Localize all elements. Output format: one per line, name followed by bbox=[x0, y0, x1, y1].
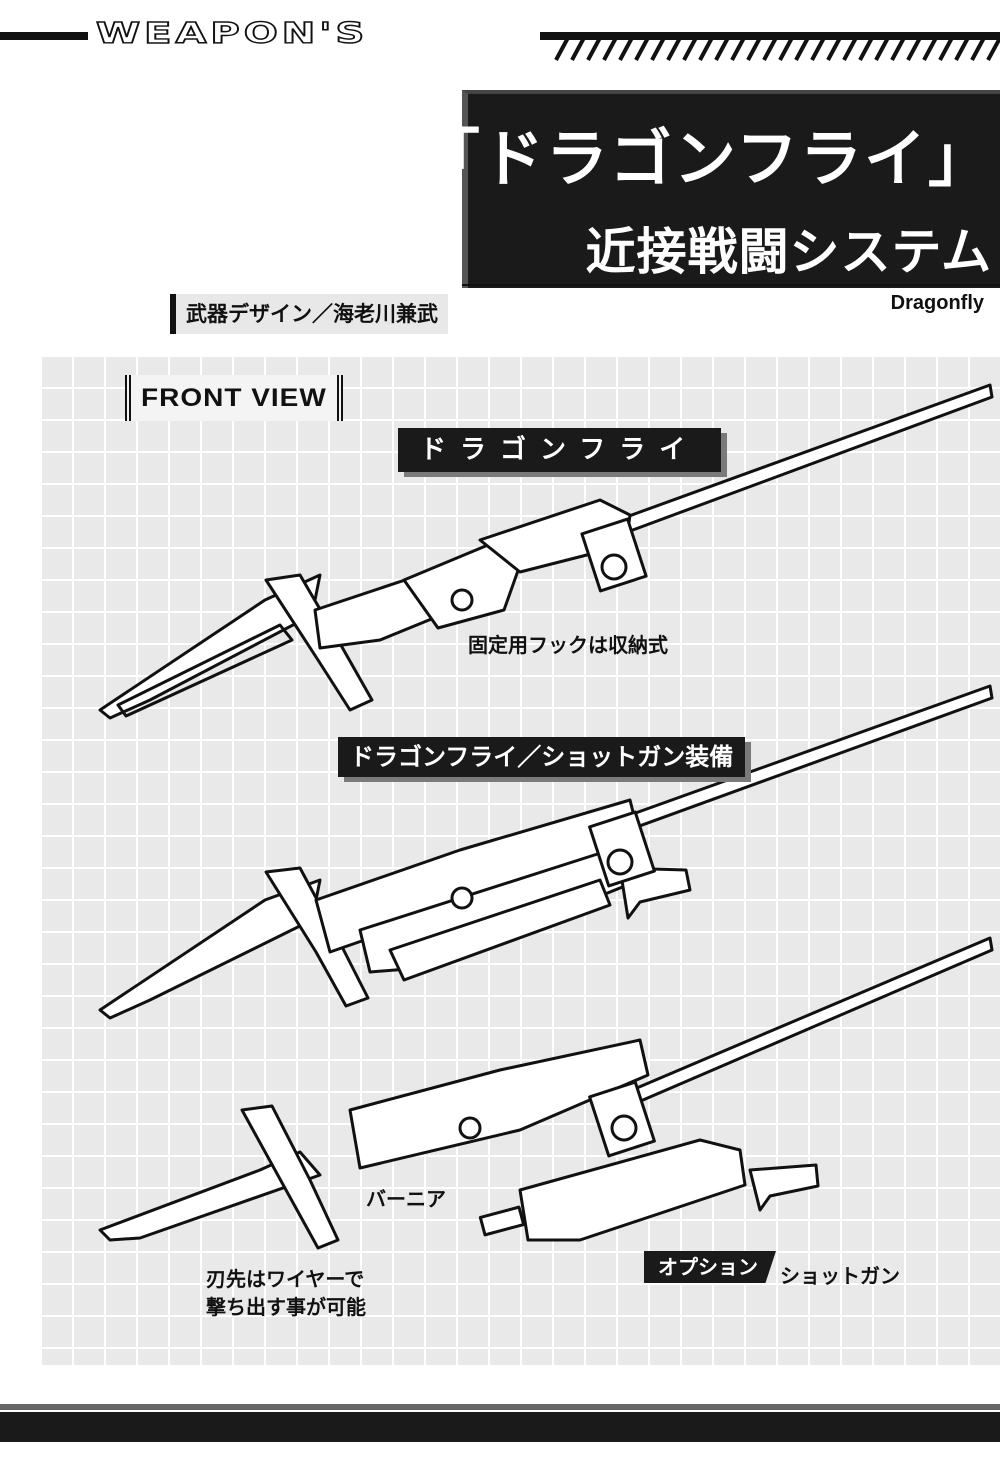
dragonfly-drawing bbox=[98, 383, 994, 720]
dragonfly-exploded-drawing bbox=[98, 936, 994, 1250]
hatch-stripes bbox=[554, 33, 1000, 61]
front-view-text: FRONT VIEW bbox=[141, 383, 327, 412]
title-panel: 「ドラゴンフライ」 近接戦闘システム bbox=[418, 90, 1000, 288]
bottom-stripe bbox=[0, 1404, 1000, 1410]
design-credit: 武器デザイン／海老川兼武 bbox=[170, 294, 448, 334]
label-dragonfly: ドラゴンフライ bbox=[398, 428, 722, 472]
weapon-subtitle: 近接戦闘システム bbox=[585, 223, 992, 281]
front-view-label: FRONT VIEW bbox=[125, 375, 343, 421]
dragonfly-shotgun-drawing bbox=[98, 684, 994, 1020]
caption-hook: 固定用フックは収納式 bbox=[468, 633, 668, 657]
label-dragonfly-shotgun: ドラゴンフライ／ショットガン装備 bbox=[338, 737, 746, 777]
weapon-title: 「ドラゴンフライ」 bbox=[417, 122, 992, 195]
header-bar bbox=[0, 24, 1000, 62]
bottom-bar bbox=[0, 1412, 1000, 1442]
label-option: オプション bbox=[644, 1251, 776, 1283]
english-name: Dragonfly bbox=[890, 292, 984, 314]
caption-blade-line2: 撃ち出す事が可能 bbox=[206, 1295, 366, 1319]
caption-blade-line1: 刃先はワイヤーで bbox=[206, 1267, 365, 1291]
divider-rule bbox=[462, 284, 1000, 286]
caption-blade: 刃先はワイヤーで 撃ち出す事が可能 bbox=[206, 1265, 366, 1321]
caption-vernier: バーニア bbox=[366, 1187, 446, 1211]
shotgun-option-drawing bbox=[478, 1138, 820, 1242]
section-title: WEAPON'S bbox=[95, 17, 369, 51]
caption-shotgun: ショットガン bbox=[780, 1264, 900, 1288]
